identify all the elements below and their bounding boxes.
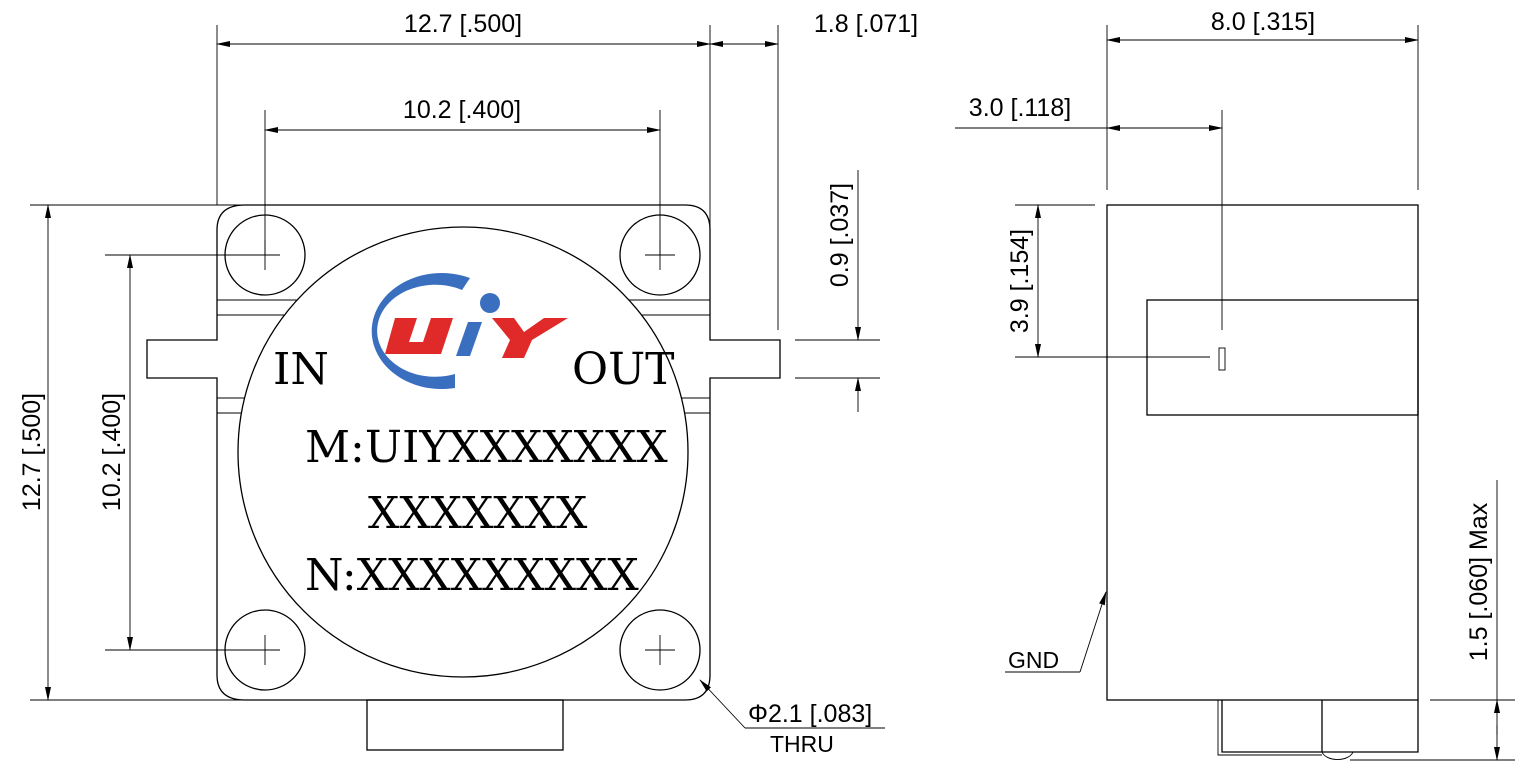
flange-outline: [146, 204, 781, 701]
top-dimensions: 12.7 [.500] 1.8 [.071] 10.2 [.400] 12.7 …: [18, 10, 918, 757]
logo: [371, 273, 568, 390]
marking-line-3: N:XXXXXXXXX: [305, 550, 639, 601]
dim-hole-spacing-x: 10.2 [.400]: [403, 96, 521, 124]
hole-callout-note: THRU: [770, 731, 834, 757]
bottom-tab: [366, 699, 564, 751]
dim-lead-width: 0.9 [.037]: [826, 183, 854, 287]
hole-callout: Φ2.1 [.083]: [748, 700, 872, 728]
dim-lead-height: 3.9 [.154]: [1006, 229, 1034, 333]
port-in-label: IN: [273, 344, 329, 395]
marking-line-2: XXXXXXX: [368, 488, 588, 539]
gnd-label: GND: [1008, 647, 1059, 673]
side-dimensions: 8.0 [.315] 3.0 [.118] 3.9 [.154] 1.5 [.0…: [955, 8, 1515, 761]
ferrite-disc: [237, 226, 689, 678]
dim-depth: 8.0 [.315]: [1211, 8, 1315, 36]
side-view: [1106, 204, 1419, 760]
marking-line-1: M:UIYXXXXXXX: [305, 422, 668, 473]
top-view: IN OUT M:UIYXXXXXXX XXXXXXX N:XXXXXXXXX: [146, 204, 781, 751]
dim-standoff: 1.5 [.060] Max: [1465, 502, 1493, 661]
dim-lead-length: 1.8 [.071]: [814, 10, 918, 38]
dim-lead-offset: 3.0 [.118]: [969, 94, 1071, 122]
port-out-label: OUT: [572, 344, 675, 395]
dim-hole-spacing-y: 10.2 [.400]: [98, 393, 126, 511]
dim-height: 12.7 [.500]: [18, 393, 46, 511]
dim-width: 12.7 [.500]: [404, 10, 522, 38]
